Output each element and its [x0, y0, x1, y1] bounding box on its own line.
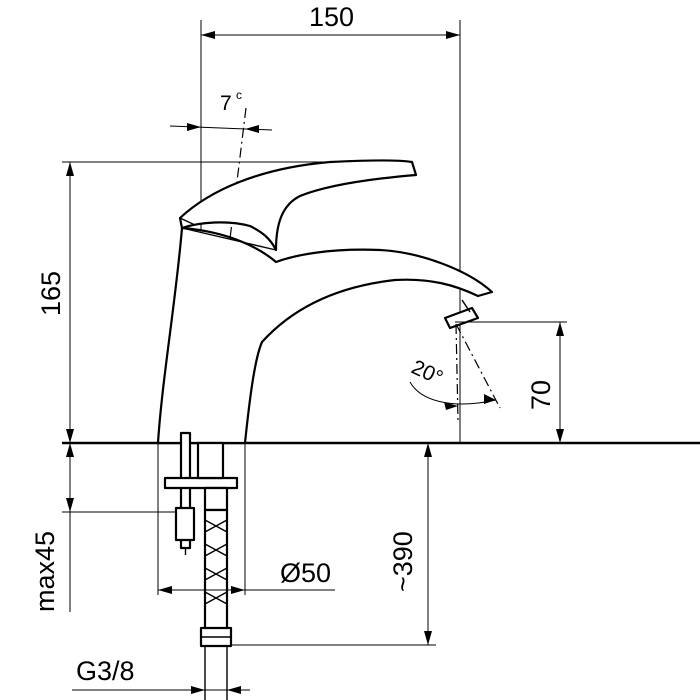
mounting-assembly: [157, 431, 246, 595]
dimension-max45: max45: [30, 443, 176, 612]
faucet-body: [156, 159, 494, 445]
dimension-hose-390: ~390: [231, 443, 436, 646]
dimension-thread: G3/8: [72, 656, 250, 694]
flexible-hose: [199, 508, 233, 700]
width-150-label: 150: [309, 2, 354, 32]
max45-label: max45: [30, 531, 60, 612]
spout-height-70-label: 70: [526, 380, 556, 410]
dimension-width-150: 150: [200, 2, 461, 443]
dimension-spout-height-70: 70: [455, 321, 567, 443]
handle-angle-label: 7: [220, 92, 232, 115]
diameter-50-label: Ø50: [280, 558, 331, 588]
hose-390-label: ~390: [388, 531, 418, 592]
height-165-label: 165: [36, 271, 66, 316]
dimension-spout-angle: 20°: [408, 323, 501, 421]
dimension-diameter-50: Ø50: [158, 558, 335, 594]
handle-angle-unit: c: [236, 88, 242, 102]
thread-g38-label: G3/8: [76, 656, 135, 686]
dimension-height-165: 165: [36, 161, 412, 443]
spout-angle-label: 20°: [408, 356, 447, 390]
